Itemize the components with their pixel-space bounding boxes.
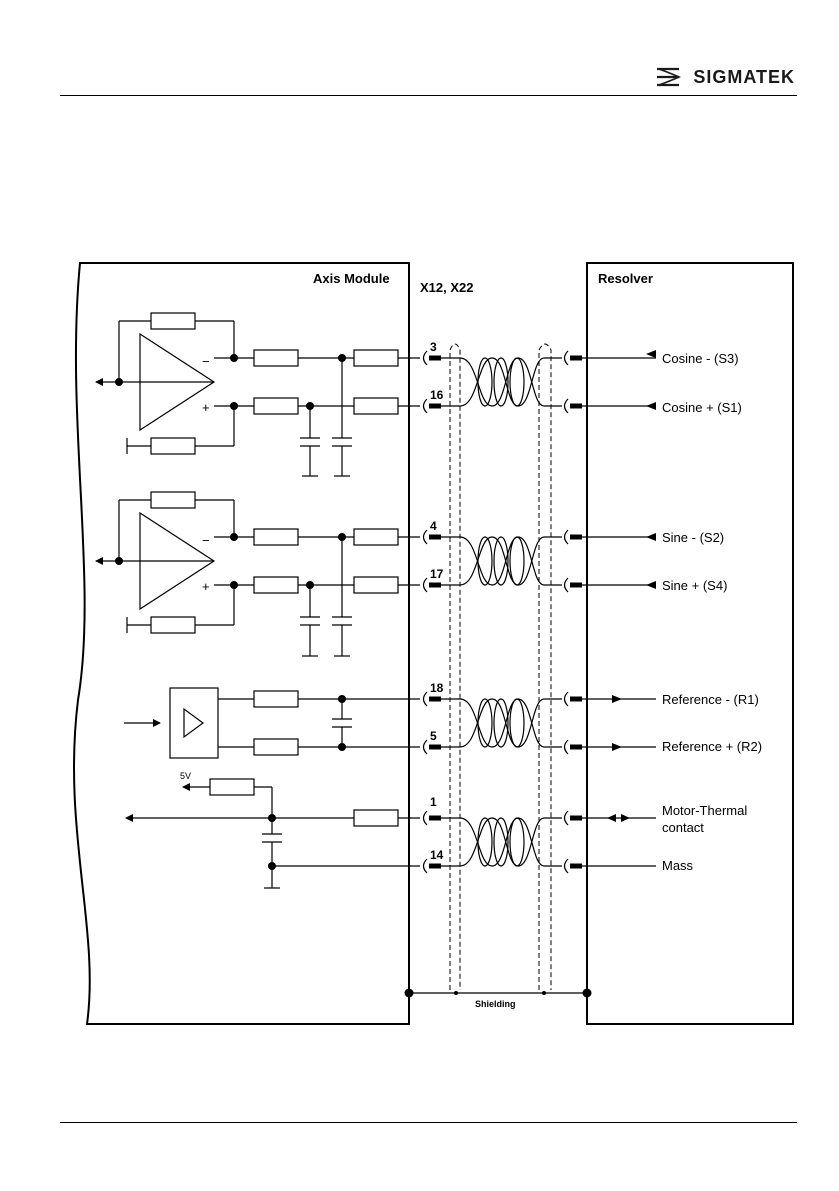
signal-reference-minus: Reference - (R1) — [662, 692, 759, 707]
axis-module-box — [74, 263, 409, 1024]
connector-plug-left — [429, 697, 441, 702]
connector-plug-left — [429, 404, 441, 409]
opamp1-plus: + — [202, 400, 210, 415]
connector-plug-left — [429, 745, 441, 750]
pin-4: 4 — [430, 519, 437, 533]
shield-node-right — [583, 989, 592, 998]
connector-socket-left — [424, 859, 428, 873]
connector-socket-left — [424, 692, 428, 706]
opamp2-plus: + — [202, 579, 210, 594]
connector-socket-right — [565, 811, 569, 825]
signal-cosine-plus: Cosine + (S1) — [662, 400, 742, 415]
connector-label: X12, X22 — [420, 280, 474, 295]
resolver-arrows — [607, 350, 656, 822]
pin-14: 14 — [430, 848, 444, 862]
pin-18: 18 — [430, 681, 444, 695]
pin-16: 16 — [430, 388, 444, 402]
sine-amplifier-circuit — [96, 492, 420, 656]
signal-cosine-minus: Cosine - (S3) — [662, 351, 739, 366]
cosine-amplifier-circuit — [96, 313, 420, 476]
connector-socket-right — [565, 859, 569, 873]
axis-module-label: Axis Module — [313, 271, 390, 286]
connector-plug-right — [570, 697, 582, 702]
connector-plug-right — [570, 864, 582, 869]
reference-driver-circuit — [124, 688, 420, 758]
connector-plug-left — [429, 864, 441, 869]
connector-socket-left — [424, 811, 428, 825]
resolver-label: Resolver — [598, 271, 653, 286]
motor-thermal-circuit — [126, 779, 420, 888]
connector-plug-right — [570, 535, 582, 540]
connector-socket-left — [424, 578, 428, 592]
connector-pins — [424, 351, 657, 873]
pin-1: 1 — [430, 795, 437, 809]
supply-5v-label: 5V — [180, 771, 191, 781]
connector-socket-left — [424, 399, 428, 413]
opamp2-minus: − — [202, 533, 210, 548]
signal-sine-plus: Sine + (S4) — [662, 578, 727, 593]
connector-socket-left — [424, 530, 428, 544]
connector-socket-right — [565, 740, 569, 754]
cable-shield — [450, 344, 551, 990]
signal-sine-minus: Sine - (S2) — [662, 530, 724, 545]
signal-contact: contact — [662, 820, 704, 835]
connector-plug-right — [570, 356, 582, 361]
footer-rule — [60, 1122, 797, 1123]
pin-3: 3 — [430, 340, 437, 354]
connector-socket-right — [565, 399, 569, 413]
pin-17: 17 — [430, 567, 444, 581]
resolver-box — [587, 263, 793, 1024]
connector-plug-right — [570, 404, 582, 409]
signal-motor-thermal: Motor-Thermal — [662, 803, 747, 818]
connector-socket-right — [565, 351, 569, 365]
connector-plug-right — [570, 745, 582, 750]
connector-plug-right — [570, 816, 582, 821]
connector-plug-left — [429, 816, 441, 821]
opamp1-minus: − — [202, 354, 210, 369]
shield-node-left — [405, 989, 414, 998]
pin-5: 5 — [430, 729, 437, 743]
connector-socket-right — [565, 530, 569, 544]
twisted-pairs — [460, 358, 544, 866]
connector-plug-left — [429, 535, 441, 540]
signal-mass: Mass — [662, 858, 694, 873]
connector-socket-left — [424, 351, 428, 365]
shielding-label: Shielding — [475, 999, 516, 1009]
signal-reference-plus: Reference + (R2) — [662, 739, 762, 754]
connector-plug-left — [429, 356, 441, 361]
connector-plug-left — [429, 583, 441, 588]
connector-plug-right — [570, 583, 582, 588]
connector-socket-left — [424, 740, 428, 754]
connector-socket-right — [565, 692, 569, 706]
connector-socket-right — [565, 578, 569, 592]
